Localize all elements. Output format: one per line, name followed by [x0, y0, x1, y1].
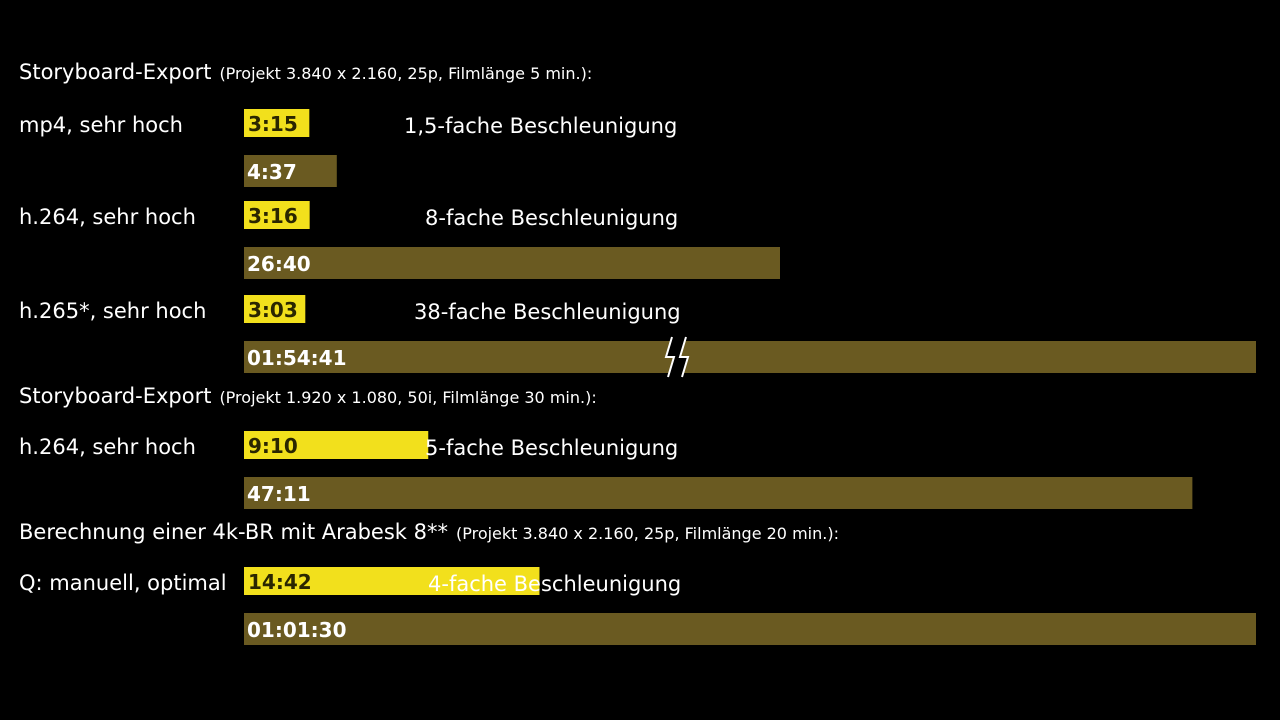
- fast-bar: [244, 201, 310, 229]
- slow-bar: [244, 155, 337, 187]
- slow-bar-label: 47:11: [247, 482, 311, 506]
- fast-bar: [244, 567, 540, 595]
- section-heading-title: Storyboard-Export: [19, 384, 211, 408]
- fast-bar: [244, 431, 429, 459]
- fast-bar-label: 3:15: [248, 112, 298, 136]
- speedup-note: 38-fache Beschleunigung: [414, 300, 681, 324]
- slow-bar: [244, 247, 780, 279]
- section-heading-subtitle: (Projekt 3.840 x 2.160, 25p, Filmlänge 5…: [219, 64, 592, 83]
- row-label: h.264, sehr hoch: [19, 435, 196, 459]
- speedup-note: 1,5-fache Beschleunigung: [404, 114, 677, 138]
- fast-bar-label: 9:10: [248, 434, 298, 458]
- row-label: mp4, sehr hoch: [19, 113, 183, 137]
- section-heading-title: Storyboard-Export: [19, 60, 211, 84]
- row-label: h.264, sehr hoch: [19, 205, 196, 229]
- section-heading-subtitle: (Projekt 3.840 x 2.160, 25p, Filmlänge 2…: [456, 524, 839, 543]
- axis-break-line-left: [664, 336, 676, 378]
- slow-bar-label: 01:54:41: [247, 346, 347, 370]
- slow-bar: [244, 477, 1193, 509]
- speedup-note: 5-fache Beschleunigung: [425, 436, 678, 460]
- row-label: h.265*, sehr hoch: [19, 299, 206, 323]
- speedup-note: 8-fache Beschleunigung: [425, 206, 678, 230]
- section-heading: Storyboard-Export (Projekt 3.840 x 2.160,…: [19, 60, 592, 84]
- fast-bar-label: 14:42: [248, 570, 312, 594]
- section-heading-title: Berechnung einer 4k-BR mit Arabesk 8**: [19, 520, 448, 544]
- slow-bar-label: 26:40: [247, 252, 311, 276]
- section-heading: Berechnung einer 4k-BR mit Arabesk 8** (P…: [19, 520, 839, 544]
- slow-bar-label: 4:37: [247, 160, 297, 184]
- slow-bar-label: 01:01:30: [247, 618, 347, 642]
- fast-bar: [244, 295, 306, 323]
- axis-break-line-right: [678, 336, 690, 378]
- row-label: Q: manuell, optimal: [19, 571, 227, 595]
- slow-bar: [244, 613, 1256, 645]
- section-heading: Storyboard-Export (Projekt 1.920 x 1.080,…: [19, 384, 597, 408]
- fast-bar: [244, 109, 310, 137]
- section-heading-subtitle: (Projekt 1.920 x 1.080, 50i, Filmlänge 3…: [219, 388, 596, 407]
- fast-bar-label: 3:16: [248, 204, 298, 228]
- speedup-note: 4-fache Beschleunigung: [428, 572, 681, 596]
- slow-bar: [244, 341, 1256, 373]
- fast-bar-label: 3:03: [248, 298, 298, 322]
